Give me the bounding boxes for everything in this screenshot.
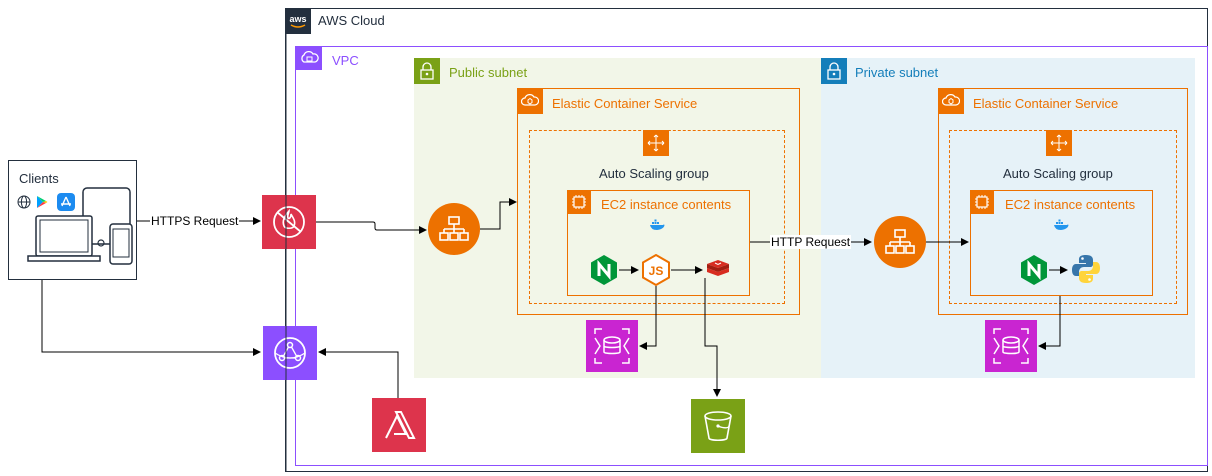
waf-icon[interactable] <box>262 195 316 249</box>
edge-clients-cloudfront <box>41 280 261 356</box>
app-store-icon <box>57 193 75 211</box>
public-ec2-label: EC2 instance contents <box>601 197 732 212</box>
devices-icon <box>26 184 136 274</box>
svg-text:JS: JS <box>649 264 664 278</box>
aws-logo-icon: aws <box>285 8 311 34</box>
ec2-chip-icon <box>567 190 591 214</box>
python-icon <box>1070 253 1102 285</box>
private-subnet-lock-icon <box>821 58 847 84</box>
vpc-label: VPC <box>332 53 359 68</box>
public-ecs-group <box>517 88 800 315</box>
private-ecs-label: Elastic Container Service <box>973 96 1119 111</box>
redis-icon <box>705 258 731 278</box>
private-ecs-group <box>938 88 1188 315</box>
docker-icon <box>1053 219 1069 231</box>
private-ec2-group <box>970 190 1153 296</box>
vpc-group <box>295 46 1208 466</box>
s3-bucket-icon[interactable] <box>691 399 745 453</box>
svg-text:aws: aws <box>289 14 306 24</box>
nginx-icon <box>589 254 619 286</box>
rds-icon[interactable] <box>985 320 1037 372</box>
load-balancer-icon[interactable] <box>428 203 480 255</box>
private-subnet-label: Private subnet <box>855 65 939 80</box>
web-icon <box>17 195 31 209</box>
https-request-label: HTTPS Request <box>150 214 240 228</box>
nodejs-icon: JS <box>641 254 671 286</box>
auto-scaling-icon <box>643 130 669 156</box>
ecs-icon <box>938 88 964 114</box>
cloudfront-icon[interactable] <box>263 326 317 380</box>
private-asg-label: Auto Scaling group <box>1003 166 1113 181</box>
public-subnet-lock-icon <box>414 58 440 84</box>
clients-label: Clients <box>19 171 59 186</box>
public-subnet-label: Public subnet <box>449 65 528 80</box>
public-ec2-group <box>567 190 750 296</box>
docker-icon <box>649 219 665 231</box>
ecs-icon <box>517 88 543 114</box>
load-balancer-icon[interactable] <box>874 216 926 268</box>
nginx-icon <box>1019 254 1049 286</box>
play-store-icon <box>36 195 48 209</box>
private-ec2-label: EC2 instance contents <box>1005 197 1136 212</box>
auto-scaling-icon <box>1046 130 1072 156</box>
public-asg-label: Auto Scaling group <box>599 166 709 181</box>
rds-icon[interactable] <box>586 320 638 372</box>
aws-cloud-label: AWS Cloud <box>318 13 385 28</box>
public-ecs-label: Elastic Container Service <box>552 96 698 111</box>
vpc-icon <box>295 46 322 70</box>
amplify-icon[interactable] <box>372 398 426 452</box>
http-request-label: HTTP Request <box>770 235 852 249</box>
ec2-chip-icon <box>970 190 994 214</box>
